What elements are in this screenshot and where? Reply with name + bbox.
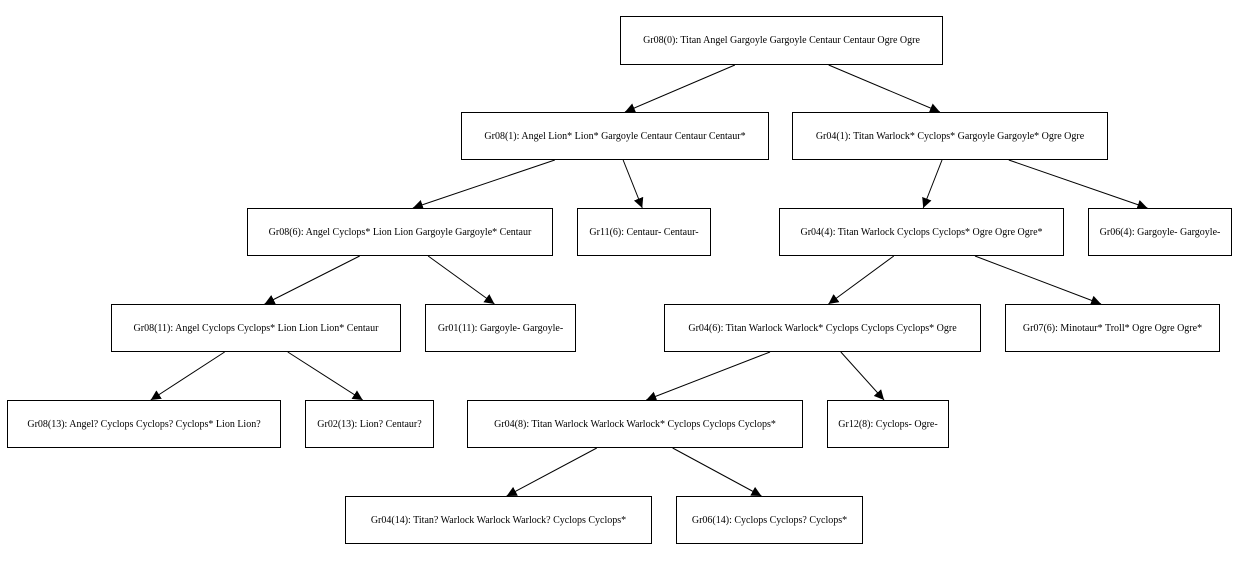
edge-n0-n2	[828, 64, 941, 113]
node-gr06-14: Gr06(14): Cyclops Cyclops? Cyclops*	[676, 496, 863, 544]
node-gr08-6: Gr08(6): Angel Cyclops* Lion Lion Gargoy…	[247, 208, 553, 256]
edge-n2-n6	[1008, 159, 1148, 210]
edge-n2-n5	[922, 159, 943, 209]
edge-n1-n4	[622, 159, 644, 209]
edge-n7-n12	[287, 351, 363, 401]
edge-n5-n10	[974, 255, 1102, 306]
edge-n9-n13	[646, 351, 771, 402]
node-gr08-1: Gr08(1): Angel Lion* Lion* Gargoyle Cent…	[461, 112, 769, 160]
node-gr04-8: Gr04(8): Titan Warlock Warlock Warlock* …	[467, 400, 803, 448]
node-gr11-6: Gr11(6): Centaur- Centaur-	[577, 208, 711, 256]
edge-n13-n16	[672, 447, 762, 497]
node-gr08-13: Gr08(13): Angel? Cyclops Cyclops? Cyclop…	[7, 400, 281, 448]
node-gr04-4: Gr04(4): Titan Warlock Cyclops Cyclops* …	[779, 208, 1064, 256]
edge-n5-n9	[828, 255, 895, 305]
node-gr04-1: Gr04(1): Titan Warlock* Cyclops* Gargoyl…	[792, 112, 1108, 160]
edge-n3-n7	[264, 255, 360, 305]
edge-n7-n11	[150, 351, 225, 401]
node-gr04-6: Gr04(6): Titan Warlock Warlock* Cyclops …	[664, 304, 981, 352]
node-gr08-11: Gr08(11): Angel Cyclops Cyclops* Lion Li…	[111, 304, 401, 352]
edge-n1-n3	[412, 159, 555, 210]
node-gr06-4: Gr06(4): Gargoyle- Gargoyle-	[1088, 208, 1232, 256]
node-gr04-14: Gr04(14): Titan? Warlock Warlock Warlock…	[345, 496, 652, 544]
node-gr08-0: Gr08(0): Titan Angel Gargoyle Gargoyle C…	[620, 16, 943, 65]
node-gr12-8: Gr12(8): Cyclops- Ogre-	[827, 400, 949, 448]
node-gr02-13: Gr02(13): Lion? Centaur?	[305, 400, 434, 448]
edge-n0-n1	[624, 64, 736, 113]
node-gr07-6: Gr07(6): Minotaur* Troll* Ogre Ogre Ogre…	[1005, 304, 1220, 352]
edge-n13-n15	[506, 447, 598, 497]
edge-n3-n8	[427, 255, 495, 305]
node-gr01-11: Gr01(11): Gargoyle- Gargoyle-	[425, 304, 576, 352]
edge-n9-n14	[840, 351, 885, 401]
